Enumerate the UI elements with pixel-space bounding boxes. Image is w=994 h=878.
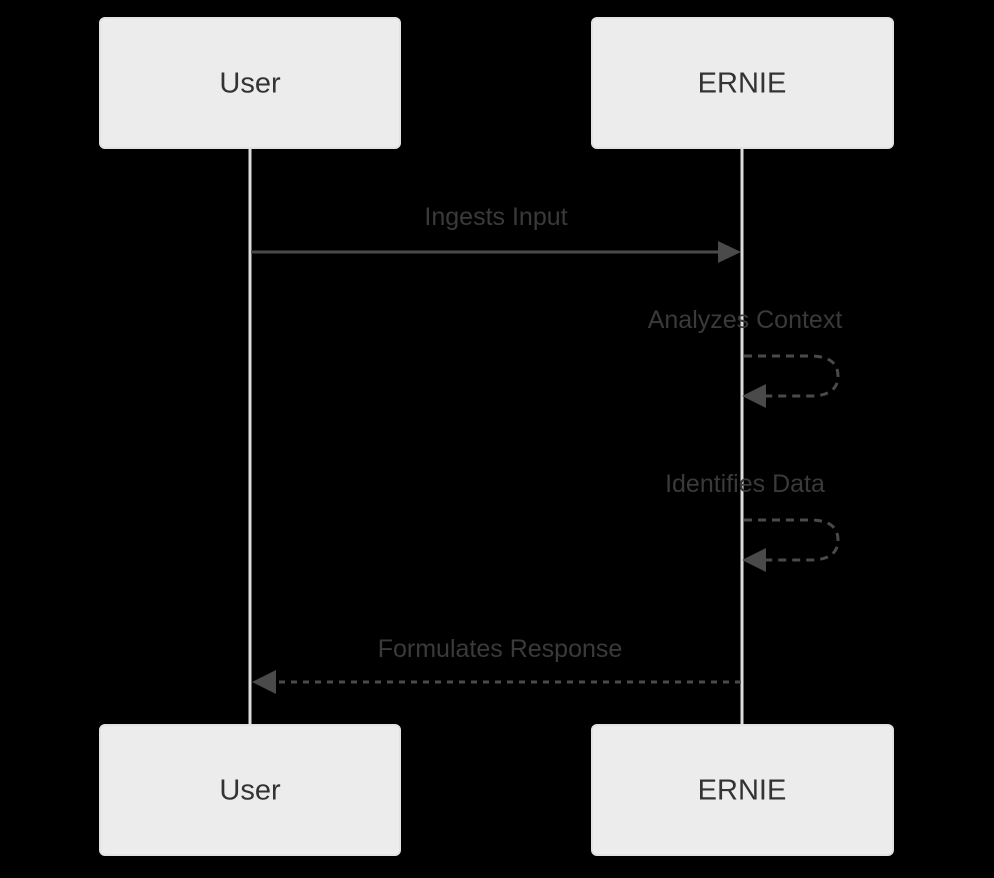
selfloop-path-analyzes-context [744, 354, 840, 398]
message-formulates-response[interactable]: Formulates Response [252, 635, 741, 694]
actor-box-rect-ernie-top [591, 17, 894, 149]
actor-box-rect-user-top [99, 17, 401, 149]
actor-box-user-bottom[interactable]: User [99, 724, 401, 856]
message-label-ingests-input: Ingests Input [424, 203, 567, 231]
actor-box-ernie-top[interactable]: ERNIE [591, 17, 894, 149]
actor-label-ernie-bottom: ERNIE [698, 775, 787, 807]
selfloop-path-identifies-data [744, 518, 840, 562]
actor-box-user-top[interactable]: User [99, 17, 401, 149]
arrowhead-identifies-data [742, 548, 766, 572]
message-analyzes-context[interactable]: Analyzes Context [648, 306, 843, 408]
actor-box-ernie-bottom[interactable]: ERNIE [591, 724, 894, 856]
message-ingests-input[interactable]: Ingests Input [251, 203, 741, 263]
message-label-analyzes-context: Analyzes Context [648, 306, 843, 334]
arrowhead-analyzes-context [742, 384, 766, 408]
actor-label-user-top: User [219, 68, 281, 100]
message-label-identifies-data: Identifies Data [665, 470, 825, 498]
actor-box-rect-ernie-bottom [591, 724, 894, 856]
message-label-formulates-response: Formulates Response [378, 635, 623, 663]
actor-label-user-bottom: User [219, 775, 281, 807]
actor-box-rect-user-bottom [99, 724, 401, 856]
message-identifies-data[interactable]: Identifies Data [665, 470, 840, 572]
actor-label-ernie-top: ERNIE [698, 68, 787, 100]
arrowhead-ingests-input [718, 241, 741, 263]
arrowhead-formulates-response [252, 670, 276, 694]
